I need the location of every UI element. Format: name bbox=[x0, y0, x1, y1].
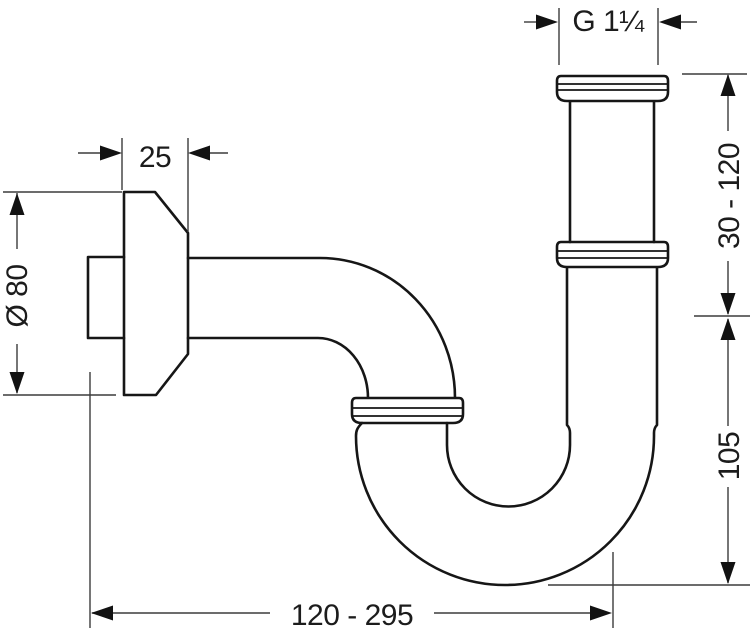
coupling-nut-elbow bbox=[350, 396, 465, 425]
dimension-inlet-adjust-range: 30 - 120 bbox=[682, 73, 750, 317]
u-bend-inner-wall bbox=[445, 265, 572, 508]
trap-depth-label: 105 bbox=[713, 432, 746, 481]
arrowhead-right-icon bbox=[536, 14, 558, 30]
wall-pipe-stub bbox=[86, 255, 126, 340]
flange-diameter-label: Ø 80 bbox=[1, 264, 34, 327]
arrowhead-left-icon bbox=[188, 145, 210, 161]
arrowhead-left-icon bbox=[91, 605, 113, 621]
dimension-flange-depth: 25 bbox=[78, 138, 228, 232]
arrowhead-down-icon bbox=[720, 562, 736, 584]
arrowhead-left-icon bbox=[659, 14, 681, 30]
inlet-adjust-range-label: 30 - 120 bbox=[713, 143, 746, 249]
flange-depth-label: 25 bbox=[139, 141, 171, 174]
elbow-outer-wall bbox=[186, 256, 457, 400]
coupling-nut-top bbox=[555, 74, 670, 103]
elbow-inner-wall bbox=[186, 336, 370, 400]
arrowhead-right-icon bbox=[100, 145, 122, 161]
coupling-nut-middle bbox=[555, 240, 670, 269]
wall-flange bbox=[122, 190, 190, 397]
thread-size-label: G 1¼ bbox=[572, 5, 645, 38]
arrowhead-down-icon bbox=[9, 372, 25, 394]
dimension-flange-diameter: Ø 80 bbox=[1, 191, 122, 396]
arrowhead-right-icon bbox=[590, 605, 612, 621]
arrowhead-up-icon bbox=[720, 318, 736, 340]
dimension-wall-distance-range: 120 - 295 bbox=[89, 372, 614, 631]
wall-distance-range-label: 120 - 295 bbox=[291, 599, 413, 631]
dimension-thread-size: G 1¼ bbox=[524, 5, 697, 65]
p-trap-body bbox=[86, 74, 670, 587]
arrowhead-down-icon bbox=[720, 293, 736, 315]
arrowhead-up-icon bbox=[720, 74, 736, 96]
dimension-trap-depth: 105 bbox=[548, 318, 750, 586]
arrowhead-up-icon bbox=[9, 193, 25, 215]
u-bend-outer-wall bbox=[354, 265, 659, 587]
